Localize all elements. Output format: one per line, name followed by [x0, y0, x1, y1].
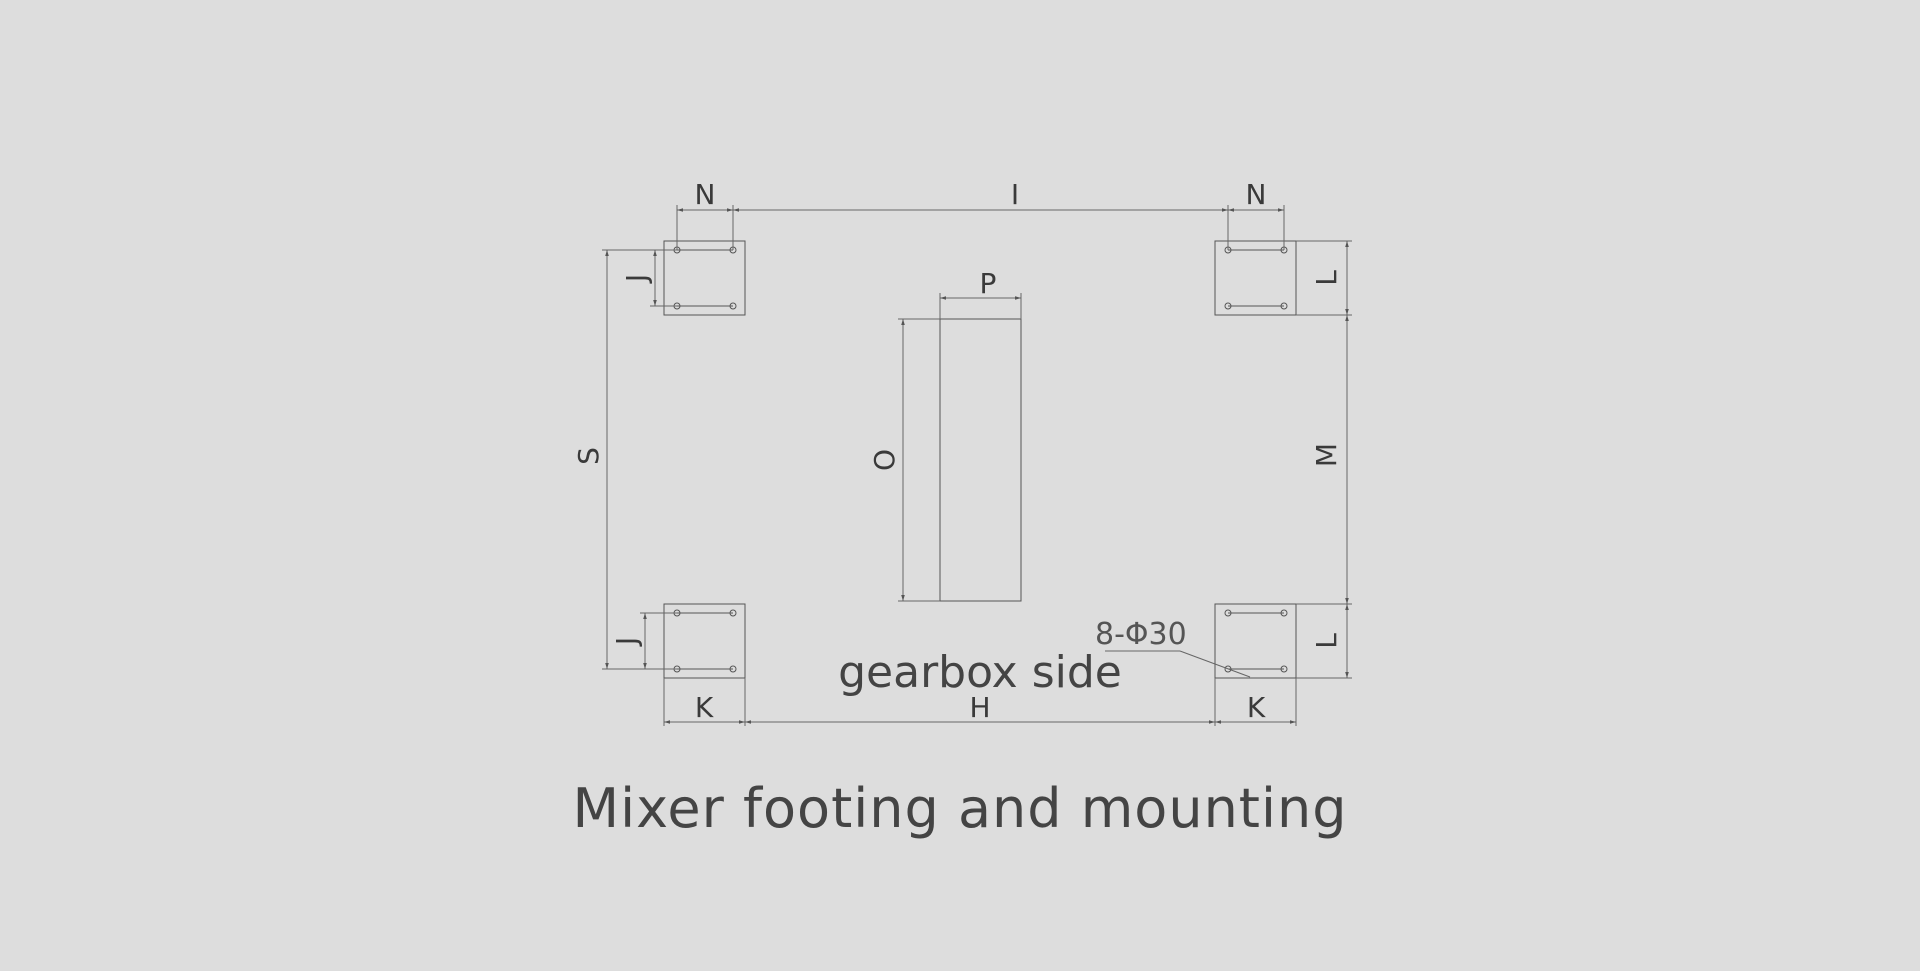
- bolt-hole: [1224, 609, 1232, 617]
- dim-label-j-lower: J: [610, 637, 643, 647]
- dim-label-o: O: [868, 449, 901, 471]
- dim-j-upper: J: [620, 250, 677, 307]
- dim-label-l-upper: L: [1310, 270, 1343, 286]
- figure-caption: Mixer footing and mounting: [572, 777, 1348, 840]
- bolt-hole: [729, 302, 737, 310]
- hole-note: 8-Φ30: [1095, 617, 1251, 678]
- bolt-hole: [1280, 302, 1288, 310]
- bolt-hole: [1280, 665, 1288, 673]
- dim-label-k-right: K: [1247, 691, 1266, 724]
- bolt-hole: [1224, 302, 1232, 310]
- dim-s: S: [572, 249, 677, 670]
- dim-p: P: [939, 267, 1022, 319]
- bolt-hole: [729, 609, 737, 617]
- dim-label-h: H: [969, 691, 990, 724]
- gearbox-side-label: gearbox side: [838, 647, 1122, 698]
- dim-label-m: M: [1310, 443, 1343, 467]
- dim-label-n-left: N: [695, 178, 716, 211]
- hole-note-label: 8-Φ30: [1095, 617, 1187, 652]
- bolt-hole: [1280, 609, 1288, 617]
- dim-label-l-lower: L: [1310, 633, 1343, 649]
- dim-label-n-right: N: [1246, 178, 1267, 211]
- bolt-hole: [729, 665, 737, 673]
- dim-bottom: K H K: [663, 678, 1297, 726]
- bolt-hole: [1224, 665, 1232, 673]
- dim-label-s: S: [572, 447, 605, 465]
- dim-label-j-upper: J: [620, 274, 653, 284]
- dim-right: L M L: [1296, 240, 1352, 679]
- foot-pad-top-left: [663, 240, 746, 316]
- dim-j-lower: J: [610, 612, 677, 669]
- dim-top: N I N: [676, 178, 1285, 250]
- dim-label-p: P: [980, 267, 997, 300]
- gearbox-housing: [939, 318, 1022, 602]
- foot-pad-bottom-right: [1214, 603, 1297, 679]
- dim-label-k-left: K: [695, 691, 714, 724]
- foot-pad-top-right: [1214, 240, 1297, 316]
- foot-pad-bottom-left: [663, 603, 746, 679]
- dim-label-i: I: [1011, 178, 1019, 211]
- dim-o: O: [868, 318, 940, 602]
